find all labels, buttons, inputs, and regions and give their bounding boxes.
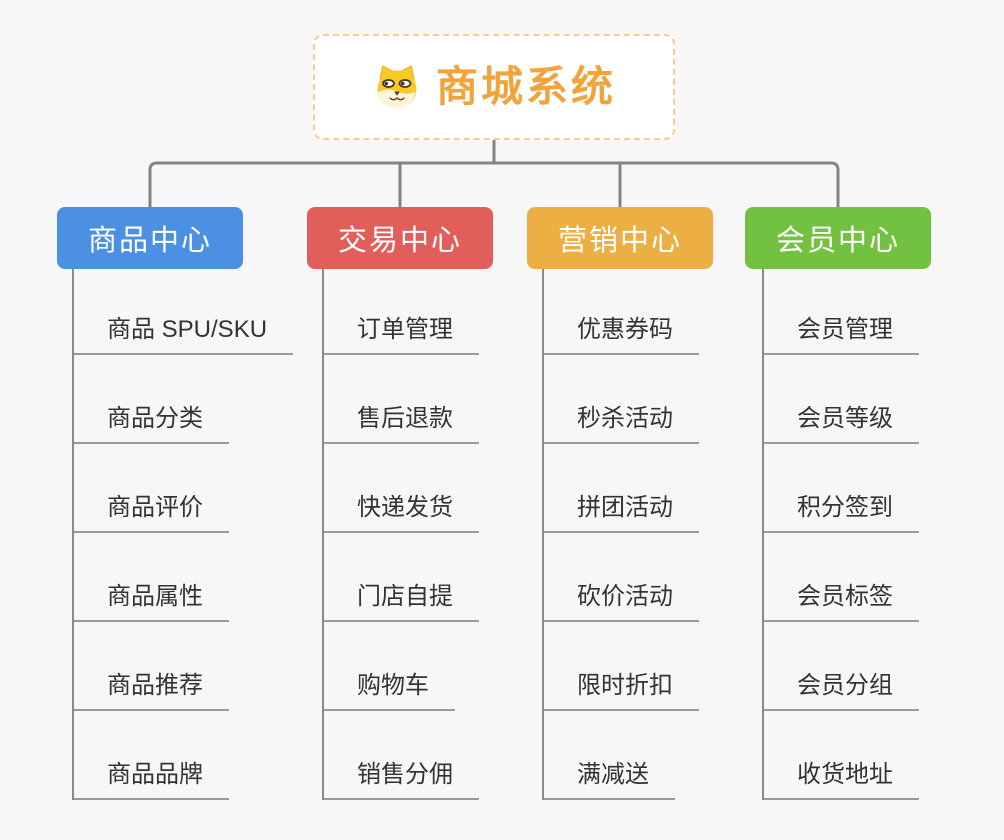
child-node-row: 收货地址: [764, 711, 919, 800]
branch-node-member-center[interactable]: 会员中心: [745, 207, 931, 269]
root-node[interactable]: 商城系统: [313, 34, 675, 140]
child-topic[interactable]: 会员等级: [764, 405, 919, 444]
child-topic[interactable]: 商品属性: [74, 583, 229, 622]
child-node-row: 会员管理: [764, 269, 919, 355]
child-topic[interactable]: 积分签到: [764, 494, 919, 533]
child-node-row: 拼团活动: [544, 444, 699, 533]
branch-node-trade-center[interactable]: 交易中心: [307, 207, 493, 269]
branch-label: 会员中心: [775, 225, 900, 257]
child-topic[interactable]: 商品评价: [74, 494, 229, 533]
child-topic[interactable]: 收货地址: [764, 761, 919, 800]
child-node-row: 商品品牌: [74, 711, 293, 800]
child-node-row: 销售分佣: [324, 711, 479, 800]
child-node-row: 门店自提: [324, 533, 479, 622]
child-node-row: 砍价活动: [544, 533, 699, 622]
child-topic[interactable]: 商品分类: [74, 405, 229, 444]
branch-children-trade-center: 订单管理 售后退款 快递发货 门店自提 购物车 销售分佣: [322, 269, 479, 800]
branch-children-product-center: 商品 SPU/SKU 商品分类 商品评价 商品属性 商品推荐 商品品牌: [72, 269, 294, 800]
child-node-row: 积分签到: [764, 444, 919, 533]
child-node-row: 会员标签: [764, 533, 919, 622]
child-topic[interactable]: 秒杀活动: [544, 405, 699, 444]
child-topic[interactable]: 拼团活动: [544, 494, 699, 533]
branch-label: 交易中心: [337, 225, 462, 257]
child-node-row: 秒杀活动: [544, 355, 699, 444]
branch-label: 营销中心: [557, 225, 682, 257]
child-topic[interactable]: 订单管理: [324, 316, 479, 355]
child-topic[interactable]: 会员管理: [764, 316, 919, 355]
branch-label: 商品中心: [87, 225, 212, 257]
child-topic[interactable]: 砍价活动: [544, 583, 699, 622]
child-topic[interactable]: 商品品牌: [74, 761, 229, 800]
child-topic[interactable]: 快递发货: [324, 494, 479, 533]
child-node-row: 商品推荐: [74, 622, 293, 711]
child-node-row: 优惠券码: [544, 269, 699, 355]
branch-children-member-center: 会员管理 会员等级 积分签到 会员标签 会员分组 收货地址: [762, 269, 919, 800]
child-topic[interactable]: 满减送: [544, 761, 675, 800]
child-topic[interactable]: 商品 SPU/SKU: [74, 316, 294, 355]
child-topic[interactable]: 限时折扣: [544, 672, 699, 711]
child-node-row: 商品评价: [74, 444, 293, 533]
branch-node-marketing-center[interactable]: 营销中心: [527, 207, 713, 269]
branch-node-product-center[interactable]: 商品中心: [57, 207, 243, 269]
child-node-row: 商品 SPU/SKU: [74, 269, 294, 355]
child-node-row: 会员分组: [764, 622, 919, 711]
child-node-row: 快递发货: [324, 444, 479, 533]
child-node-row: 订单管理: [324, 269, 479, 355]
child-topic[interactable]: 销售分佣: [324, 761, 479, 800]
child-topic[interactable]: 售后退款: [324, 405, 479, 444]
child-node-row: 限时折扣: [544, 622, 699, 711]
dog-face-icon: [377, 65, 417, 109]
child-node-row: 商品分类: [74, 355, 293, 444]
child-topic[interactable]: 门店自提: [324, 583, 479, 622]
child-node-row: 会员等级: [764, 355, 919, 444]
branch-children-marketing-center: 优惠券码 秒杀活动 拼团活动 砍价活动 限时折扣 满减送: [542, 269, 699, 800]
child-topic[interactable]: 会员标签: [764, 583, 919, 622]
child-topic[interactable]: 优惠券码: [544, 316, 699, 355]
child-node-row: 购物车: [324, 622, 479, 711]
branch-bus-line: [148, 161, 840, 209]
child-topic[interactable]: 商品推荐: [74, 672, 229, 711]
child-node-row: 售后退款: [324, 355, 479, 444]
child-topic[interactable]: 会员分组: [764, 672, 919, 711]
child-topic[interactable]: 购物车: [324, 672, 455, 711]
child-node-row: 商品属性: [74, 533, 293, 622]
child-node-row: 满减送: [544, 711, 699, 800]
root-node-title: 商城系统: [435, 63, 616, 110]
